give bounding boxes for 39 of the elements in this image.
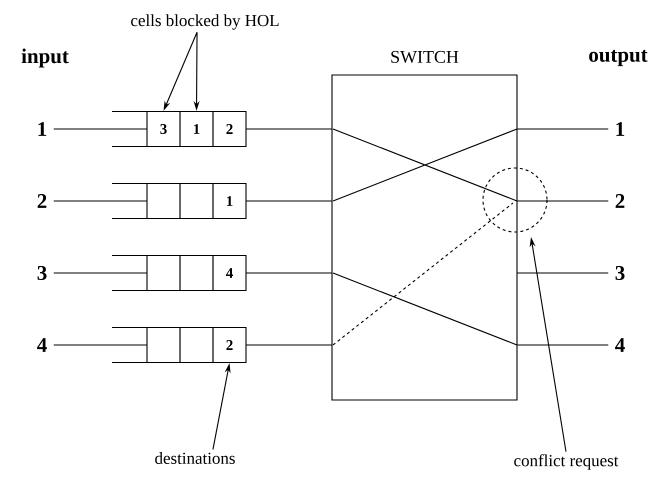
annotation-text: conflict request [514,454,618,470]
queue-cell: 2 [212,326,247,364]
port-number: 4 [615,338,625,352]
empty-queue-cell [146,254,181,292]
queue-cell: 4 [212,254,247,292]
port-number: 3 [616,266,625,280]
connection-line [54,272,146,274]
empty-queue-cell [179,254,214,292]
port-number: 3 [38,266,47,280]
connection-line [54,128,146,130]
connection-line [518,128,608,130]
heading-label: input [22,48,69,68]
empty-queue-cell [146,326,181,364]
port-number: 4 [37,338,47,352]
port-number: 1 [38,122,46,136]
queue-cell: 3 [146,110,181,148]
port-number: 1 [616,122,624,136]
connection-line [246,272,332,274]
connection-line [246,344,332,346]
connection-line [518,200,608,202]
switch-box: SWITCH [331,50,518,401]
node-label: SWITCH [391,50,458,64]
connection-line [54,200,146,202]
queue-cell: 2 [212,110,247,148]
queue-cell: 1 [212,182,247,220]
connection-line [54,344,146,346]
connection-line [246,128,332,130]
empty-queue-cell [179,326,214,364]
heading-label: output [589,50,648,66]
empty-queue-cell [146,182,181,220]
connection-line [246,200,332,202]
empty-queue-cell [179,182,214,220]
annotation-text: cells blocked by HOL [131,14,279,30]
connection-line [518,272,608,274]
port-number: 2 [616,194,624,208]
port-number: 2 [38,194,46,208]
connection-line [518,344,608,346]
queue-cell: 1 [179,110,214,148]
annotation-text: destinations [155,452,235,464]
